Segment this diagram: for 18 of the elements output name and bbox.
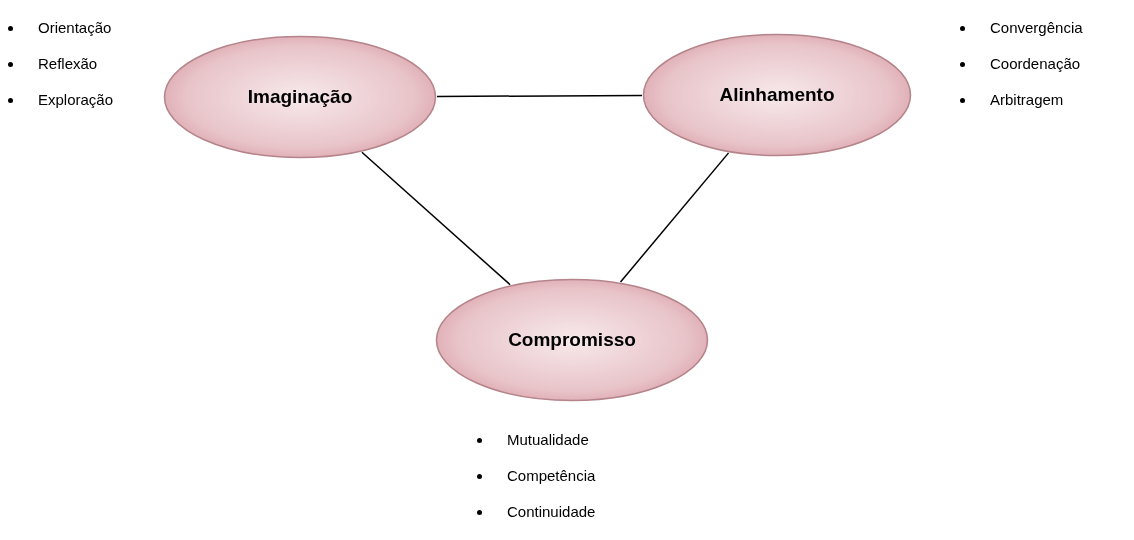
list-item-text: Reflexão: [38, 54, 98, 74]
list-item-text: Orientação: [38, 18, 112, 38]
connector-line: [361, 151, 511, 286]
ellipse-node: [163, 35, 437, 159]
list-item-text: Mutualidade: [507, 430, 589, 450]
connector-line: [619, 152, 730, 283]
ellipse-node: [435, 278, 709, 402]
node-label: Alinhamento: [719, 84, 835, 105]
connector-line: [436, 94, 643, 98]
node-label: Imaginação: [247, 86, 353, 107]
list-item-text: Competência: [507, 466, 596, 486]
list-item-text: Convergência: [990, 18, 1083, 38]
list-item-text: Exploração: [38, 90, 114, 110]
node-label: Compromisso: [508, 329, 636, 350]
list-item-text: Arbitragem: [990, 90, 1064, 110]
list-item-text: Continuidade: [507, 502, 596, 522]
list-item-text: Coordenação: [990, 54, 1081, 74]
ellipse-node: [642, 33, 912, 157]
